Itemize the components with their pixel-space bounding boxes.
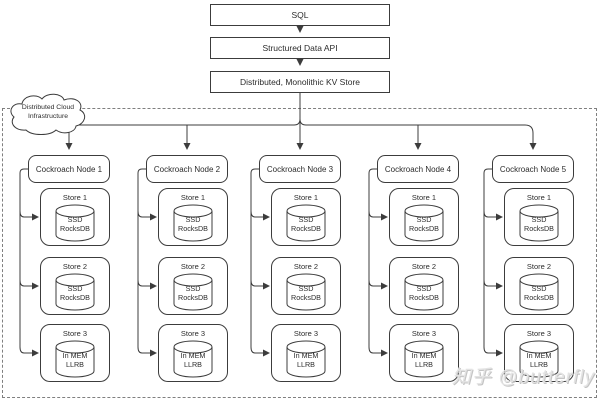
store-box: Store 3 In MEM LLRB [158,324,228,382]
store-label: Store 3 [180,329,206,338]
store-box: Store 3 In MEM LLRB [271,324,341,382]
db-label: SSD RocksDB [60,284,90,302]
db-label: SSD RocksDB [524,215,554,233]
store-box: Store 3 In MEM LLRB [389,324,459,382]
database-cylinder-icon: SSD RocksDB [173,204,213,242]
db-label: SSD RocksDB [409,284,439,302]
db-label: SSD RocksDB [60,215,90,233]
store-box: Store 2 SSD RocksDB [40,257,110,315]
node-column-4: Cockroach Node 4 Store 1 SSD RocksDB Sto… [377,155,459,385]
db-label: SSD RocksDB [524,284,554,302]
database-cylinder-icon: SSD RocksDB [286,204,326,242]
node-box-2: Cockroach Node 2 [146,155,228,183]
database-cylinder-icon: SSD RocksDB [173,273,213,311]
store-label: Store 3 [411,329,437,338]
store-label: Store 2 [180,262,206,271]
node-column-3: Cockroach Node 3 Store 1 SSD RocksDB Sto… [259,155,341,385]
node-box-3: Cockroach Node 3 [259,155,341,183]
db-label: In MEM LLRB [180,351,206,369]
database-cylinder-icon: SSD RocksDB [286,273,326,311]
structured-data-api-box: Structured Data API [210,37,390,59]
node-label: Cockroach Node 1 [35,164,103,174]
node-column-2: Cockroach Node 2 Store 1 SSD RocksDB Sto… [146,155,228,385]
store-label: Store 1 [180,193,206,202]
node-column-1: Cockroach Node 1 Store 1 SSD RocksDB Sto… [28,155,110,385]
store-box: Store 2 SSD RocksDB [271,257,341,315]
node-box-1: Cockroach Node 1 [28,155,110,183]
store-box: Store 2 SSD RocksDB [158,257,228,315]
cloud-label: Distributed Cloud Infrastructure [21,104,75,120]
database-cylinder-icon: SSD RocksDB [55,273,95,311]
node-label: Cockroach Node 5 [499,164,567,174]
database-cylinder-icon: In MEM LLRB [286,340,326,378]
store-label: Store 2 [293,262,319,271]
db-label: In MEM LLRB [411,351,437,369]
cloud-shape: Distributed Cloud Infrastructure [5,92,91,138]
db-label: SSD RocksDB [291,284,321,302]
store-box: Store 3 In MEM LLRB [40,324,110,382]
database-cylinder-icon: In MEM LLRB [404,340,444,378]
store-label: Store 2 [62,262,88,271]
store-label: Store 1 [293,193,319,202]
store-box: Store 3 In MEM LLRB [504,324,574,382]
db-label: SSD RocksDB [409,215,439,233]
db-label: SSD RocksDB [291,215,321,233]
store-label: Store 1 [62,193,88,202]
node-label: Cockroach Node 2 [153,164,221,174]
store-label: Store 2 [411,262,437,271]
db-label: In MEM LLRB [62,351,88,369]
store-box: Store 2 SSD RocksDB [504,257,574,315]
db-label: SSD RocksDB [178,215,208,233]
kv-store-box: Distributed, Monolithic KV Store [210,71,390,93]
store-box: Store 1 SSD RocksDB [271,188,341,246]
store-box: Store 1 SSD RocksDB [389,188,459,246]
store-box: Store 1 SSD RocksDB [40,188,110,246]
node-column-5: Cockroach Node 5 Store 1 SSD RocksDB Sto… [492,155,574,385]
database-cylinder-icon: In MEM LLRB [173,340,213,378]
database-cylinder-icon: SSD RocksDB [55,204,95,242]
database-cylinder-icon: SSD RocksDB [404,273,444,311]
store-label: Store 1 [411,193,437,202]
db-label: SSD RocksDB [178,284,208,302]
node-label: Cockroach Node 3 [266,164,334,174]
store-label: Store 2 [526,262,552,271]
zhihu-watermark: 知乎 @butterfly [451,367,595,388]
store-label: Store 3 [62,329,88,338]
node-box-5: Cockroach Node 5 [492,155,574,183]
store-box: Store 2 SSD RocksDB [389,257,459,315]
database-cylinder-icon: SSD RocksDB [519,204,559,242]
store-box: Store 1 SSD RocksDB [158,188,228,246]
database-cylinder-icon: SSD RocksDB [519,273,559,311]
sql-box: SQL [210,4,390,26]
store-label: Store 1 [526,193,552,202]
store-box: Store 1 SSD RocksDB [504,188,574,246]
structured-data-api-label: Structured Data API [262,43,338,53]
database-cylinder-icon: In MEM LLRB [519,340,559,378]
store-label: Store 3 [293,329,319,338]
sql-label: SQL [291,10,309,20]
kv-store-label: Distributed, Monolithic KV Store [240,77,360,87]
db-label: In MEM LLRB [526,351,552,369]
store-label: Store 3 [526,329,552,338]
node-box-4: Cockroach Node 4 [377,155,459,183]
database-cylinder-icon: In MEM LLRB [55,340,95,378]
db-label: In MEM LLRB [293,351,319,369]
cloud-icon [10,93,86,135]
node-label: Cockroach Node 4 [384,164,452,174]
database-cylinder-icon: SSD RocksDB [404,204,444,242]
